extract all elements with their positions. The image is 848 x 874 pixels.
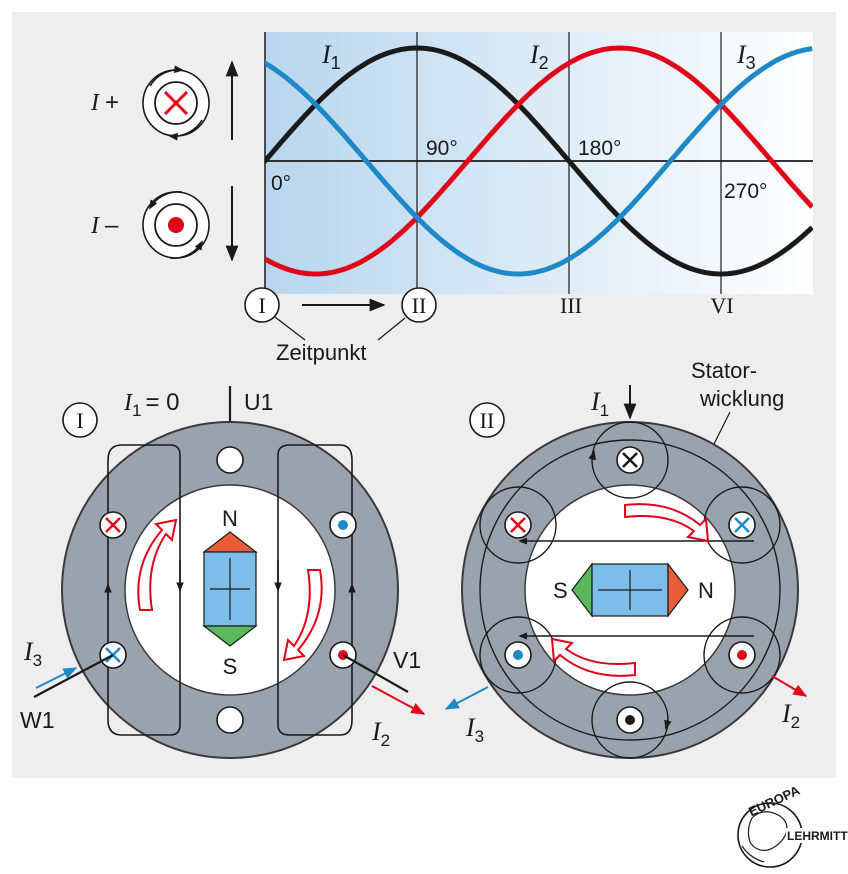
angle-label-270: 270° <box>724 180 767 203</box>
curve-i1 <box>265 45 813 277</box>
legend: I+ I– <box>90 60 239 262</box>
current-i3-arrow-right <box>444 686 489 710</box>
slot-upper-left-red-into <box>99 511 127 539</box>
angle-label-90: 90° <box>426 137 458 160</box>
legend-minus-label: I– <box>90 212 119 239</box>
slot-lower-left-blue-out-right <box>504 641 532 669</box>
time-markers: I II III VI Zeitpunkt <box>244 287 734 365</box>
slot-upper-right-blue-into-right <box>728 511 756 539</box>
rotation-arrow-left-upper <box>137 518 178 611</box>
moment-label-left: I <box>76 408 83 433</box>
publisher-logo: EUROPA LEHRMITTEL <box>737 782 848 868</box>
moment-circle-right <box>469 402 505 438</box>
curve-i2 <box>265 45 813 277</box>
stator-inner-line-right <box>479 439 781 741</box>
stator-winding-label-2: wicklung <box>699 386 784 411</box>
logo-continent <box>747 811 788 851</box>
moment-label-vi: VI <box>710 293 733 318</box>
current-i3-label-right: I3 <box>465 713 484 746</box>
caption-leader-left <box>274 316 306 341</box>
terminal-v1-label: V1 <box>393 647 421 673</box>
current-i2-arrow-left <box>371 685 426 715</box>
current-i1-label-right: I1 <box>590 387 609 420</box>
rotation-arrow-right-lower <box>550 637 636 677</box>
slot-top-into-right <box>616 446 644 474</box>
moment-label-right: II <box>480 408 495 433</box>
angle-label-180: 180° <box>578 137 621 160</box>
slot-upper-left-red-into-right <box>504 511 532 539</box>
rotation-arrow-right-upper <box>624 503 710 543</box>
moment-circle-i <box>244 287 280 323</box>
moment-label-ii: II <box>412 293 427 318</box>
logo-bottom-text: LEHRMITTEL <box>787 829 848 843</box>
current-i3-label-left: I3 <box>23 637 42 670</box>
moment-label-iii: III <box>560 293 582 318</box>
waveform-plot: 0° 90° 180° 270° I1 I2 I3 <box>264 32 813 294</box>
flux-arrow-bottom <box>664 719 672 730</box>
rotor-north-left: N <box>222 506 238 531</box>
logo-continent-2 <box>741 845 765 863</box>
curve-label-i3: I3 <box>736 40 756 73</box>
terminal-w1-label: W1 <box>20 707 55 733</box>
slot-bottom <box>216 706 244 734</box>
motor-left: I I1= 0 U1 <box>20 386 426 759</box>
angle-label-0: 0° <box>271 172 291 195</box>
rotation-arrow-left-lower <box>282 569 323 662</box>
caption-zeitpunkt: Zeitpunkt <box>276 340 367 365</box>
motor-right: II I1 Stator- wicklung <box>444 358 808 759</box>
curve-label-i2: I2 <box>529 40 549 73</box>
rotor-magnet-left <box>202 531 258 647</box>
caption-leader-right <box>377 317 406 341</box>
current-into-page-symbol <box>142 65 210 141</box>
slot-lower-right-red-out-right <box>728 641 756 669</box>
moment-label-i: I <box>258 293 265 318</box>
slot-upper-right-blue-out <box>329 511 357 539</box>
logo-text-bg <box>786 828 842 843</box>
terminal-u1-label: U1 <box>244 389 273 415</box>
slot-top <box>216 446 244 474</box>
current-out-of-page-symbol <box>142 191 210 259</box>
rotor-north-right: N <box>698 578 714 603</box>
moment-circle-left <box>62 402 98 438</box>
plot-area <box>265 32 813 294</box>
current-i2-label-right: I2 <box>781 699 800 732</box>
curve-i3 <box>265 46 813 277</box>
current-i1-zero-label: I1= 0 <box>123 389 180 420</box>
current-curves <box>265 45 813 277</box>
slot-bottom-out-right <box>616 706 644 734</box>
curve-label-i1: I1 <box>321 40 341 73</box>
flux-arrow-top <box>588 450 596 461</box>
current-i2-arrow-right <box>771 675 808 697</box>
legend-plus-label: I+ <box>90 89 119 116</box>
current-i2-label-left: I2 <box>371 717 390 750</box>
moment-circle-ii <box>401 287 437 323</box>
rotor-south-left: S <box>223 654 238 679</box>
rotor-south-right: S <box>553 578 568 603</box>
current-i3-arrow-left <box>35 667 78 689</box>
terminal-v1-lead <box>342 654 409 693</box>
stator-winding-label-1: Stator- <box>691 358 757 383</box>
rotor-magnet-right <box>571 562 689 618</box>
